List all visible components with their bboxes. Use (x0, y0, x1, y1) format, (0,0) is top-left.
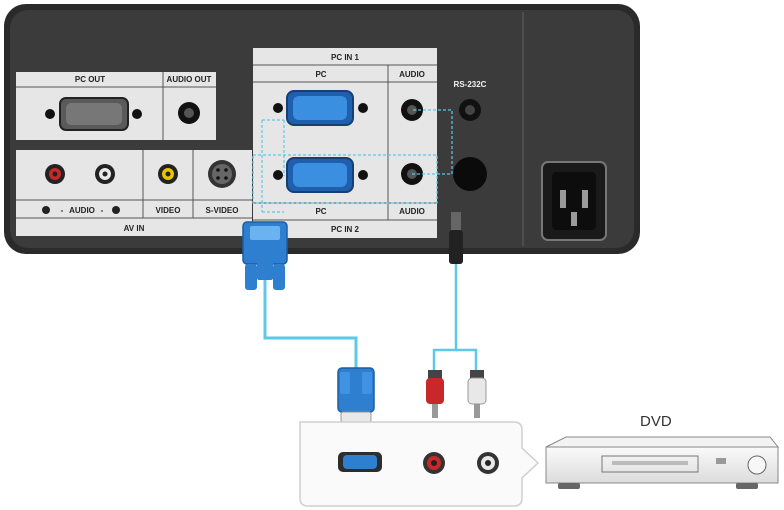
pc-in-group: PC IN 1 PC AUDIO PC AUDIO PC IN 2 (253, 48, 437, 238)
audio-cable (426, 212, 487, 418)
dvd-knob (747, 455, 767, 475)
pc-in2-label: PC IN 2 (331, 225, 360, 234)
power-inlet (541, 161, 607, 241)
red-rca-plug (426, 370, 444, 418)
av-in-group: AUDIO - - VIDEO S-VIDEO AV IN (16, 150, 252, 236)
av-in-label: AV IN (124, 224, 145, 233)
pc-in2-vga-port (273, 157, 368, 193)
vga-cable (242, 221, 375, 423)
white-rca-plug (467, 370, 487, 418)
back-panel: PC OUT AUDIO OUT (4, 4, 640, 254)
pc-in1-pc-label: PC (315, 70, 326, 79)
pc-in1-audio-jack (401, 99, 423, 121)
audio-r-marker-icon (112, 206, 120, 214)
ir-port (453, 157, 487, 191)
pc-in2-highlight (252, 154, 438, 204)
video-label: VIDEO (156, 206, 181, 215)
dvd-vga-port (338, 452, 382, 472)
dvd-audio-white-jack (477, 452, 499, 474)
audio-l-marker-icon (42, 206, 50, 214)
svideo-port (208, 160, 236, 188)
rs232c-label: RS-232C (454, 80, 487, 89)
dvd-callout (299, 421, 540, 507)
av-audio-label: AUDIO (69, 206, 95, 215)
audio-out-jack (178, 102, 200, 124)
pc-out-vga-port (45, 97, 142, 131)
dvd-foot-left (558, 483, 580, 489)
audio-dash-left: - (61, 206, 64, 215)
rs232c-jack (459, 99, 481, 121)
audio-dashed-guide (412, 109, 453, 175)
dvd-button (716, 458, 726, 464)
audio-out-label: AUDIO OUT (167, 75, 212, 84)
dvd-player (545, 436, 780, 489)
dvd-label: DVD (640, 413, 672, 430)
pc-in1-audio-label: AUDIO (399, 70, 425, 79)
audio-dash-right: - (101, 206, 104, 215)
pc-in1-vga-port (273, 90, 368, 126)
pc-out-group: PC OUT AUDIO OUT (16, 72, 216, 140)
pc-in2-pc-label: PC (315, 207, 326, 216)
svideo-label: S-VIDEO (206, 206, 239, 215)
vga-plug-dashed-guide (261, 119, 285, 213)
dvd-audio-red-jack (423, 452, 445, 474)
pc-out-label: PC OUT (75, 75, 105, 84)
pc-in2-audio-label: AUDIO (399, 207, 425, 216)
pc-in1-label: PC IN 1 (331, 53, 360, 62)
disc-tray (601, 455, 699, 473)
dvd-foot-right (736, 483, 758, 489)
